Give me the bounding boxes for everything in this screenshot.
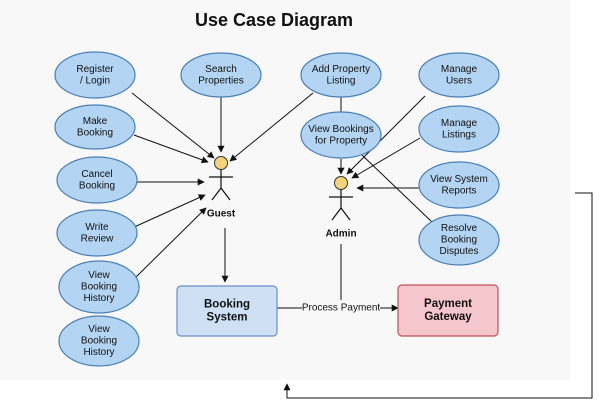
actor-admin[interactable]: Admin bbox=[325, 176, 357, 240]
use-case-label: History bbox=[83, 293, 114, 304]
use-case-label: Booking bbox=[81, 336, 117, 347]
booking-system-label: System bbox=[207, 312, 248, 324]
use-case-ellipse bbox=[56, 209, 138, 257]
edge-add-listing-to-guest bbox=[229, 92, 314, 162]
payment-gateway-box bbox=[397, 284, 499, 337]
use-case-ellipse bbox=[54, 51, 136, 99]
use-case-ellipse bbox=[58, 260, 140, 314]
use-case-ellipse bbox=[180, 52, 262, 98]
use-case-label: Manage bbox=[441, 64, 478, 75]
use-case-label: Search bbox=[205, 64, 237, 75]
use-case-label: Listings bbox=[442, 129, 476, 140]
use-case-ellipse bbox=[418, 161, 500, 209]
use-case-label: Properties bbox=[198, 75, 244, 86]
use-case-ellipse bbox=[300, 111, 382, 159]
use-case-register-login[interactable]: Register/ Login bbox=[54, 51, 136, 99]
use-case-label: View Bookings bbox=[308, 124, 373, 135]
use-case-label: / Login bbox=[80, 75, 110, 86]
booking-system-box bbox=[176, 285, 278, 337]
use-case-label: View System bbox=[430, 174, 488, 185]
use-case-ellipse bbox=[418, 52, 500, 98]
use-case-ellipse bbox=[418, 105, 500, 153]
process-payment-label: Process Payment bbox=[302, 303, 381, 314]
use-case-label: Manage bbox=[441, 118, 478, 129]
use-case-label: Register bbox=[76, 64, 114, 75]
payment-gateway-label: Gateway bbox=[424, 311, 472, 323]
use-case-label: Listing bbox=[327, 75, 356, 86]
actor-admin-body-icon bbox=[329, 189, 353, 221]
use-case-label: Booking bbox=[77, 127, 113, 138]
actor-guest-body-icon bbox=[209, 169, 233, 201]
actor-admin-head-icon bbox=[334, 176, 348, 190]
payment-gateway-label: Payment bbox=[424, 298, 472, 310]
edge-manage-users-to-admin bbox=[346, 95, 426, 175]
booking-system-label: Booking bbox=[204, 298, 250, 310]
use-case-label: Make bbox=[83, 116, 108, 127]
use-case-label: Cancel bbox=[81, 169, 112, 180]
use-case-label: for Property bbox=[315, 135, 367, 146]
use-case-ellipse bbox=[418, 214, 500, 266]
use-case-ellipse bbox=[300, 52, 382, 98]
use-case-label: Add Property bbox=[312, 64, 370, 75]
edge-history-to-guest bbox=[133, 207, 207, 280]
use-case-label: Reports bbox=[441, 185, 476, 196]
edge-register-to-guest bbox=[131, 92, 215, 159]
use-case-ellipse bbox=[54, 104, 136, 150]
use-case-ellipse bbox=[56, 156, 138, 204]
use-case-label: View bbox=[88, 270, 110, 281]
actor-guest[interactable]: Guest bbox=[207, 156, 236, 220]
edge-label-bg bbox=[302, 300, 380, 316]
use-case-label: Write bbox=[85, 222, 109, 233]
edge-loop-connector bbox=[283, 192, 593, 399]
edge-view-bookings-to-disputes bbox=[361, 154, 433, 223]
use-case-label: History bbox=[83, 347, 114, 358]
use-case-label: Booking bbox=[79, 180, 115, 191]
use-case-label: Disputes bbox=[440, 246, 479, 257]
use-case-label: Resolve bbox=[441, 223, 478, 234]
edge-write-review-to-guest bbox=[131, 194, 206, 229]
actor-admin-label: Admin bbox=[325, 229, 356, 240]
use-case-ellipse bbox=[58, 315, 140, 367]
use-case-label: Users bbox=[446, 75, 472, 86]
actor-guest-label: Guest bbox=[207, 209, 236, 220]
use-case-label: Booking bbox=[441, 235, 477, 246]
diagram-title: Use Case Diagram bbox=[194, 10, 354, 30]
actor-guest-head-icon bbox=[214, 156, 228, 170]
edge-manage-listings-to-admin bbox=[351, 137, 421, 179]
edge-make-booking-to-guest bbox=[133, 134, 209, 164]
use-case-label: View bbox=[88, 324, 110, 335]
use-case-label: Booking bbox=[81, 282, 117, 293]
use-case-label: Review bbox=[81, 233, 115, 244]
